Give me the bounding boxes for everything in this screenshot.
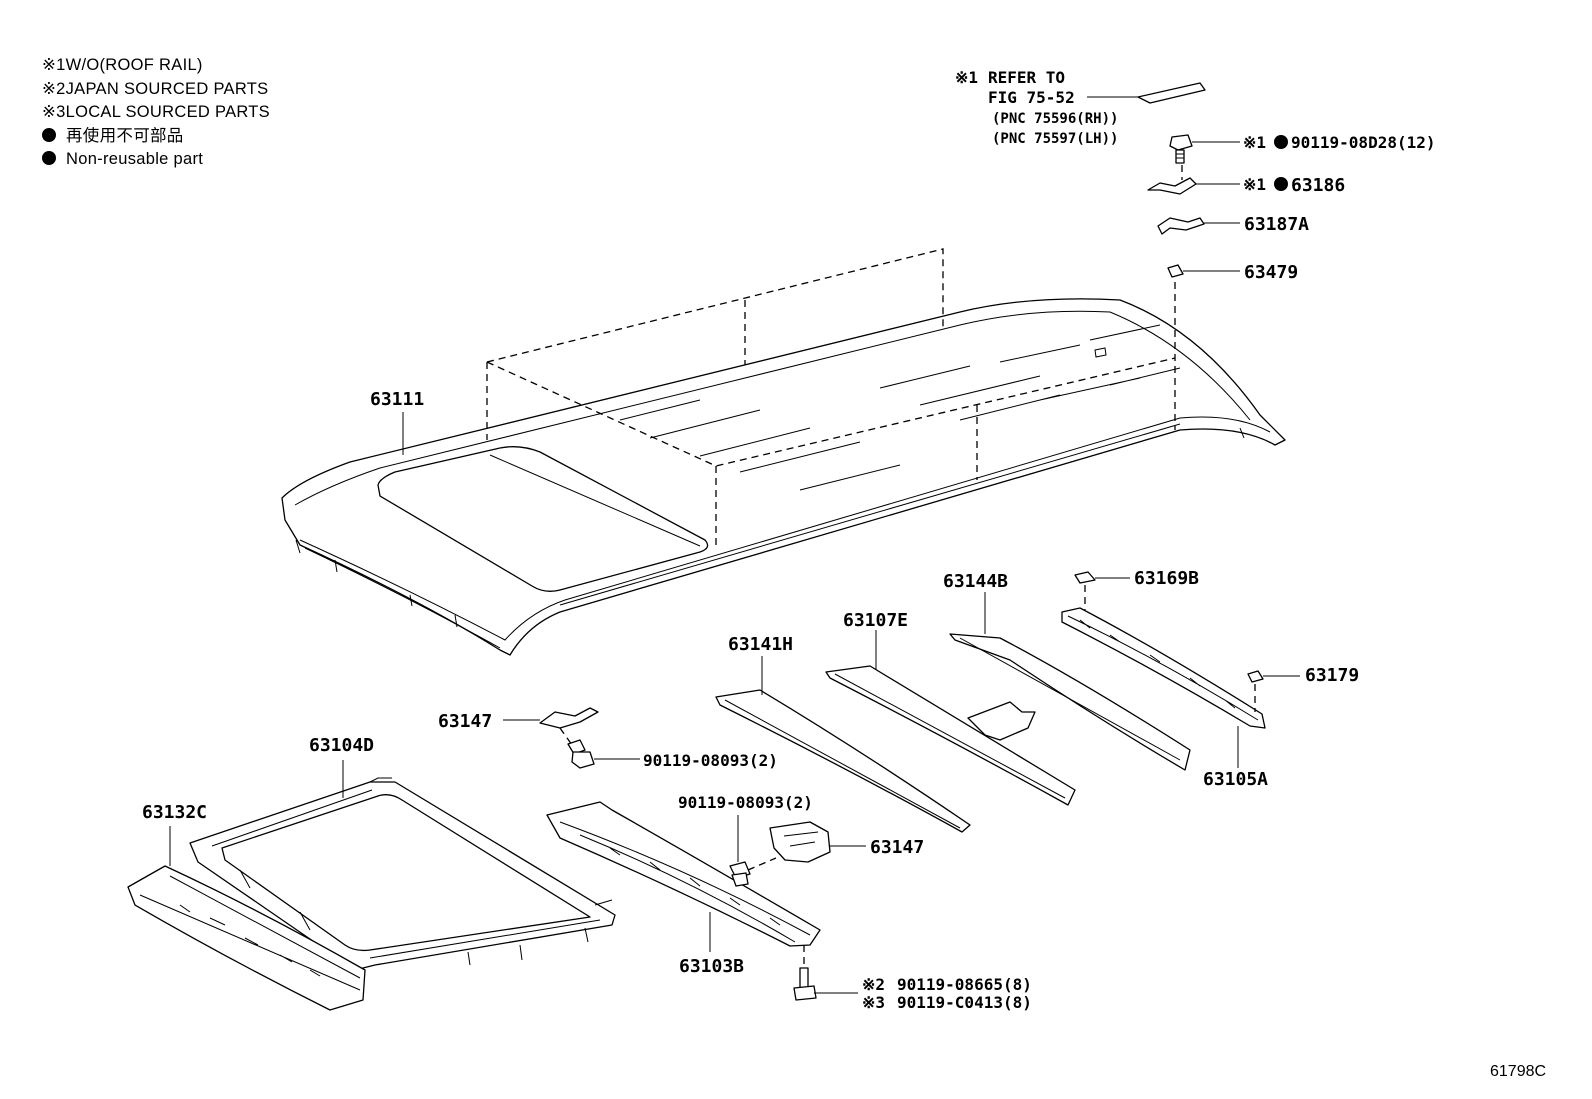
legend-row-5: Non-reusable part bbox=[42, 148, 270, 172]
figure-id: 61798C bbox=[1490, 1063, 1546, 1080]
legend-text: W/O(ROOF RAIL) bbox=[65, 56, 203, 74]
legend-text: JAPAN SOURCED PARTS bbox=[65, 79, 269, 98]
reference-pnc-lh: (PNC 75597(LH)) bbox=[992, 131, 1118, 147]
legend-row-4: 再使用不可部品 bbox=[42, 125, 270, 149]
label-90119-08093-lower: 90119-08093(2) bbox=[678, 793, 813, 812]
bolt-90119-08093-lower-drawing bbox=[729, 815, 777, 887]
legend-mark: ※1 bbox=[42, 56, 66, 74]
reference-line-2: FIG 75-52 bbox=[988, 88, 1075, 107]
label-63147-upper: 63147 bbox=[438, 711, 492, 732]
label-90119-08665: 90119-08665(8) bbox=[897, 975, 1032, 994]
label-63105a: 63105A bbox=[1203, 769, 1268, 790]
bolt-90119-08093-upper-drawing bbox=[567, 739, 640, 769]
bow-63144b-drawing bbox=[949, 592, 1191, 771]
bracket-63147-upper-drawing bbox=[503, 707, 599, 746]
label-63147-lower: 63147 bbox=[870, 837, 924, 858]
side-rail-63103b-drawing bbox=[546, 801, 821, 952]
bow-63107e-drawing bbox=[825, 630, 1076, 806]
legend-row-1: ※1W/O(ROOF RAIL) bbox=[42, 54, 270, 78]
rail-63105a-drawing bbox=[1061, 607, 1266, 768]
legend-mark: ※3 bbox=[42, 103, 66, 121]
bolt-90119-08d28-drawing bbox=[1169, 134, 1240, 164]
bracket-63186-mark: ※1 bbox=[1243, 175, 1266, 194]
label-90119-08093-upper: 90119-08093(2) bbox=[643, 751, 778, 770]
label-63144b: 63144B bbox=[943, 571, 1008, 592]
label-63107e: 63107E bbox=[843, 610, 908, 631]
label-63104d: 63104D bbox=[309, 735, 374, 756]
bracket-63186-drawing bbox=[1147, 165, 1240, 195]
legend-text: 再使用不可部品 bbox=[66, 126, 184, 145]
sunroof-frame-63104d-drawing bbox=[189, 760, 616, 971]
label-63141h: 63141H bbox=[728, 634, 793, 655]
roof-rail-reference-drawing bbox=[1087, 82, 1206, 104]
non-reusable-dot-icon bbox=[1274, 135, 1288, 149]
bolt-jp-mark: ※2 bbox=[862, 975, 885, 994]
legend-text: Non-reusable part bbox=[66, 150, 204, 168]
reference-line-1: REFER TO bbox=[988, 68, 1065, 87]
label-63132c: 63132C bbox=[142, 802, 207, 823]
label-90119-08d28: 90119-08D28(12) bbox=[1291, 133, 1436, 152]
legend: ※1W/O(ROOF RAIL) ※2JAPAN SOURCED PARTS ※… bbox=[42, 54, 270, 172]
label-63111: 63111 bbox=[370, 389, 424, 410]
label-63169b: 63169B bbox=[1134, 568, 1199, 589]
label-63186: 63186 bbox=[1291, 175, 1345, 196]
bow-63141h-drawing bbox=[715, 656, 971, 833]
bolt-90119-08665-drawing bbox=[793, 945, 858, 1001]
roof-panel-drawing bbox=[281, 248, 1286, 656]
legend-text: LOCAL SOURCED PARTS bbox=[65, 103, 270, 121]
non-reusable-dot-icon bbox=[42, 151, 56, 165]
bracket-63147-lower-drawing bbox=[769, 821, 866, 863]
non-reusable-dot-icon bbox=[1274, 177, 1288, 191]
rear-panel-63132c-drawing bbox=[127, 826, 366, 1011]
bolt-local-mark: ※3 bbox=[862, 993, 885, 1012]
legend-row-2: ※2JAPAN SOURCED PARTS bbox=[42, 78, 270, 102]
label-63187a: 63187A bbox=[1244, 214, 1309, 235]
legend-row-3: ※3LOCAL SOURCED PARTS bbox=[42, 101, 270, 125]
label-63179: 63179 bbox=[1305, 665, 1359, 686]
reference-pnc-rh: (PNC 75596(RH)) bbox=[992, 111, 1118, 127]
label-63103b: 63103B bbox=[679, 956, 744, 977]
clip-63479-drawing bbox=[1167, 264, 1240, 278]
bolt-top-mark: ※1 bbox=[1243, 133, 1266, 152]
bracket-63187a-drawing bbox=[1157, 217, 1240, 235]
reference-mark: ※1 bbox=[955, 68, 978, 87]
legend-mark: ※2 bbox=[42, 79, 66, 98]
clip-63179-drawing bbox=[1247, 670, 1300, 712]
non-reusable-dot-icon bbox=[42, 127, 56, 142]
label-63479: 63479 bbox=[1244, 262, 1298, 283]
clip-63169b-drawing bbox=[1074, 571, 1130, 612]
label-90119-c0413: 90119-C0413(8) bbox=[897, 993, 1032, 1012]
